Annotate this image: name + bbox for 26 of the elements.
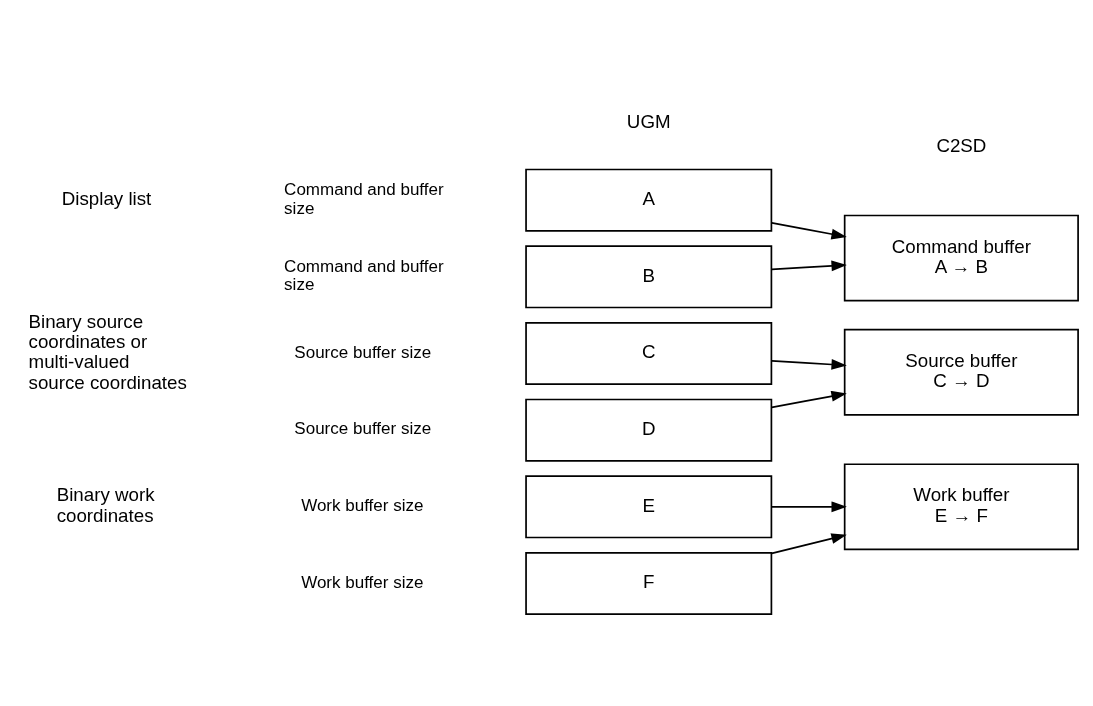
label: Source buffer size: [294, 342, 432, 362]
node-box: E: [525, 474, 773, 538]
label: Binary source coordinates or multi-valued source coordinates: [28, 310, 187, 393]
arrow: [770, 358, 847, 370]
node-box: A: [525, 168, 773, 232]
arrow: [770, 532, 847, 554]
arrow: [770, 260, 847, 271]
label: Work buffer size: [301, 572, 424, 592]
label: Command and buffer size: [284, 256, 444, 294]
label: Display list: [61, 187, 152, 209]
label: UGM: [626, 110, 671, 132]
node-box: Source buffer C → D: [843, 328, 1079, 416]
label: Work buffer size: [301, 495, 424, 515]
arrow: [770, 500, 847, 512]
node-box: C: [525, 321, 773, 385]
label: C2SD: [936, 134, 987, 156]
node-box: F: [525, 551, 773, 615]
node-box: Command buffer A → B: [843, 214, 1079, 302]
arrow: [770, 390, 847, 408]
arrow: [770, 221, 847, 239]
node-box: D: [525, 398, 773, 462]
node-box: B: [525, 244, 773, 308]
node-box: Work buffer E → F: [843, 462, 1079, 550]
label: Binary work coordinates: [56, 483, 155, 526]
label: Source buffer size: [294, 418, 432, 438]
label: Command and buffer size: [284, 179, 444, 218]
